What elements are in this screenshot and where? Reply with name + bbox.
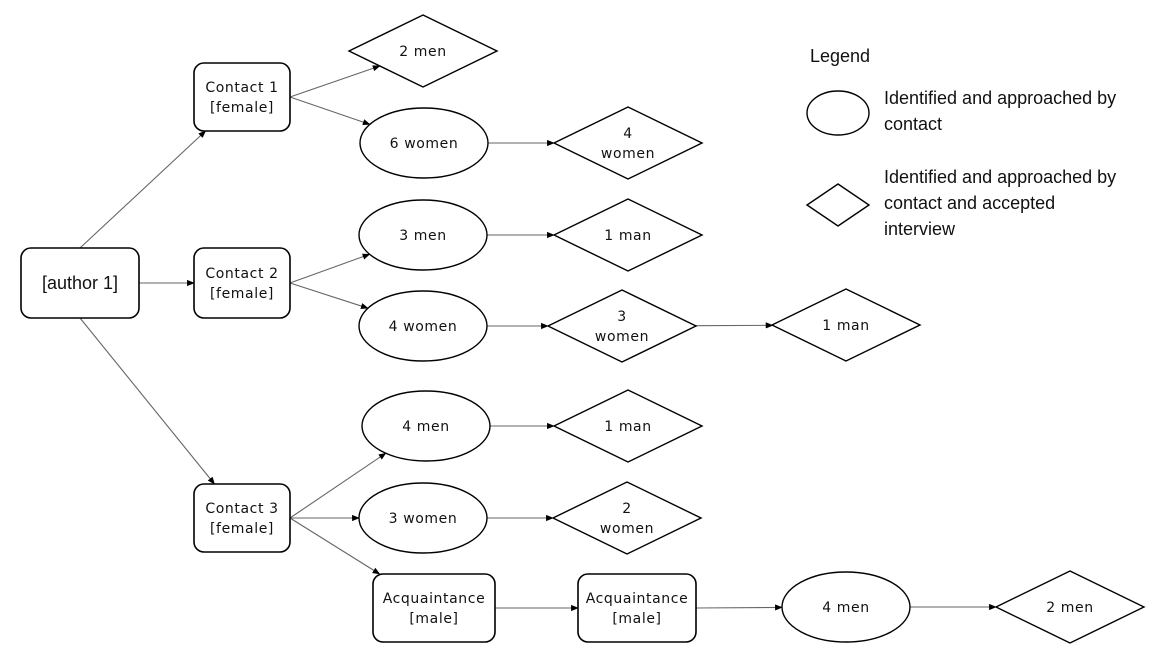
node-c2_women_referral: 1 man — [770, 288, 922, 362]
legend-item-label: interview — [884, 219, 956, 239]
node-label: 1 man — [604, 228, 651, 244]
node-c2_men: 3 men — [358, 199, 488, 271]
node-label: 4 men — [822, 600, 869, 616]
node-label: [female] — [210, 100, 274, 116]
node-acq_men: 4 men — [781, 571, 911, 643]
edge-contact2-to-c2_women — [289, 282, 369, 309]
legend-item-label: contact and accepted — [884, 193, 1055, 213]
node-box — [577, 573, 697, 643]
edge-contact3-to-c3_men — [289, 452, 387, 519]
node-author: [author 1] — [20, 247, 140, 319]
legend-item-ellipse: Identified and approached by contact — [806, 88, 1116, 136]
node-label: Contact 1 — [205, 80, 278, 96]
node-diamond — [546, 289, 698, 363]
node-ellipse — [361, 390, 491, 462]
node-label: women — [601, 146, 655, 162]
node-label: 2 — [622, 501, 632, 517]
edge-contact1-to-c1_women — [289, 96, 371, 126]
node-diamond — [552, 198, 704, 272]
node-c1_men: 2 men — [347, 14, 499, 88]
node-label: Contact 3 — [205, 501, 278, 517]
node-box — [372, 573, 496, 643]
node-diamond — [551, 481, 703, 555]
node-diamond — [994, 570, 1146, 644]
legend-item-label: Identified and approached by — [884, 88, 1116, 108]
node-diamond — [347, 14, 499, 88]
node-c2_men_accepted: 1 man — [552, 198, 704, 272]
node-label: Acquaintance — [383, 591, 486, 607]
edges — [79, 65, 997, 612]
edge-contact2-to-c2_men — [289, 253, 371, 284]
node-label: [female] — [210, 286, 274, 302]
legend-item-label: Identified and approached by — [884, 167, 1116, 187]
edge-contact1-to-c1_men — [289, 65, 381, 98]
node-diamond — [552, 389, 704, 463]
node-label: 4 men — [402, 419, 449, 435]
node-ellipse — [358, 290, 488, 362]
node-box — [193, 247, 291, 319]
legend-item-diamond: Identified and approached by contact and … — [805, 167, 1116, 239]
node-c2_women: 4 women — [358, 290, 488, 362]
node-box — [20, 247, 140, 319]
legend-title: Legend — [810, 46, 870, 66]
node-ellipse — [781, 571, 911, 643]
node-c1_women_accepted: 4 women — [552, 106, 704, 180]
node-label: women — [600, 521, 654, 537]
node-diamond — [770, 288, 922, 362]
node-label: [male] — [612, 611, 661, 627]
node-label: 1 man — [822, 318, 869, 334]
node-label: 2 men — [399, 44, 446, 60]
node-label: 4 women — [389, 319, 458, 335]
node-label: 3 — [617, 309, 627, 325]
node-label: [male] — [409, 611, 458, 627]
node-c2_women_accepted: 3 women — [546, 289, 698, 363]
node-diamond — [552, 106, 704, 180]
edge-author-to-contact1 — [79, 130, 207, 249]
node-c3_women: 3 women — [358, 482, 488, 554]
edge-contact3-to-acq1 — [289, 517, 381, 575]
node-contact1: Contact 1 [female] — [193, 62, 291, 132]
node-label: 1 man — [604, 419, 651, 435]
node-acq_men_accepted: 2 men — [994, 570, 1146, 644]
edge-author-to-contact3 — [79, 317, 215, 485]
node-label: 2 men — [1046, 600, 1093, 616]
node-contact2: Contact 2 [female] — [193, 247, 291, 319]
nodes: [author 1] Contact 1 [female] Contact 2 [fem… — [20, 14, 1146, 644]
node-ellipse — [359, 107, 489, 179]
node-ellipse — [358, 482, 488, 554]
node-contact3: Contact 3 [female] — [193, 483, 291, 553]
node-label: 3 men — [399, 228, 446, 244]
node-label: 6 women — [390, 136, 459, 152]
node-box — [193, 483, 291, 553]
node-c1_women: 6 women — [359, 107, 489, 179]
legend-ellipse-swatch — [806, 90, 870, 136]
legend-diamond-swatch — [805, 183, 871, 227]
node-label: Contact 2 — [205, 266, 278, 282]
node-c3_women_accepted: 2 women — [551, 481, 703, 555]
edge-acq2-to-acq_men — [695, 604, 783, 611]
node-ellipse — [358, 199, 488, 271]
node-label: [female] — [210, 521, 274, 537]
node-label: [author 1] — [42, 273, 118, 293]
legend-item-label: contact — [884, 114, 942, 134]
node-label: 4 — [623, 126, 633, 142]
node-label: Acquaintance — [586, 591, 689, 607]
node-acq1: Acquaintance [male] — [372, 573, 496, 643]
node-acq2: Acquaintance [male] — [577, 573, 697, 643]
node-c3_men_accepted: 1 man — [552, 389, 704, 463]
node-label: 3 women — [389, 511, 458, 527]
node-label: women — [595, 329, 649, 345]
node-c3_men: 4 men — [361, 390, 491, 462]
node-box — [193, 62, 291, 132]
